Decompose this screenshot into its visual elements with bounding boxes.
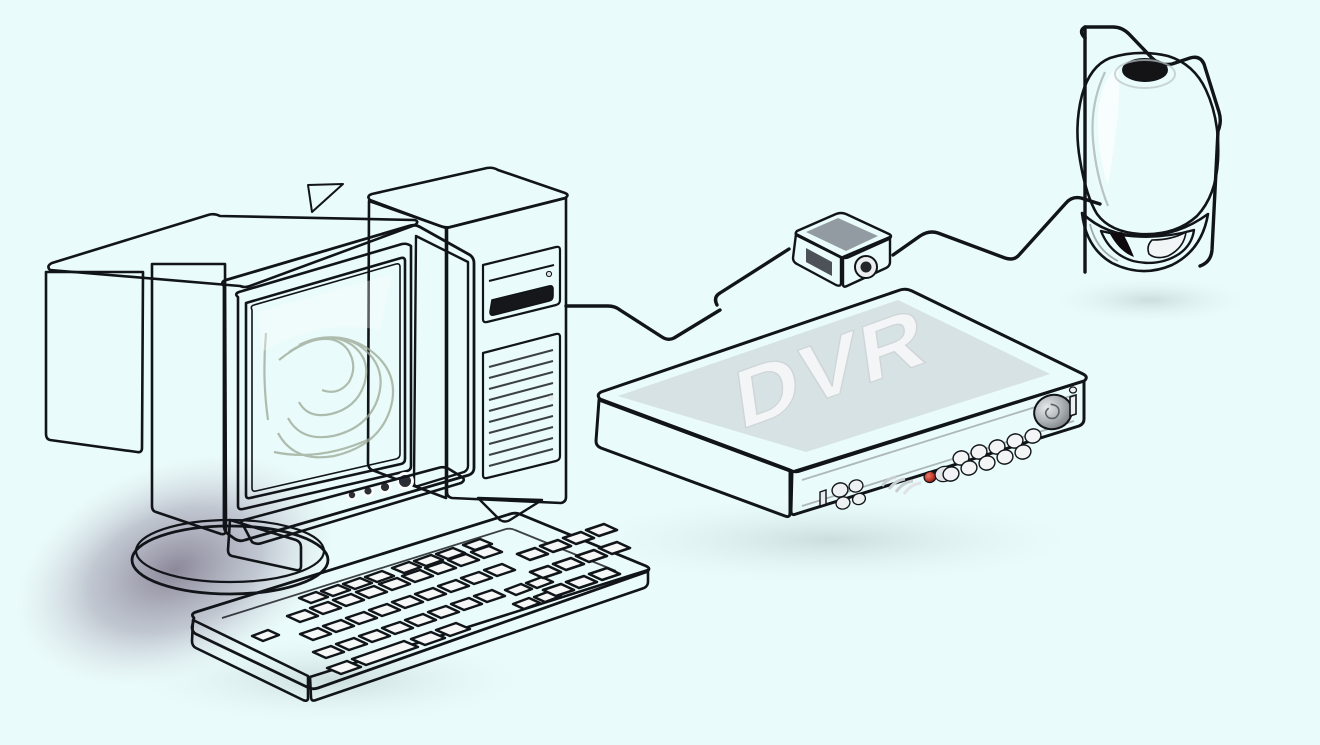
keyboard-row-4 — [311, 588, 507, 660]
dvr-button-a4[interactable] — [851, 492, 867, 506]
dvr-shadow — [590, 498, 1070, 582]
ptz-dome-camera[interactable] — [1076, 51, 1220, 273]
monitor-screen-glow — [258, 274, 392, 352]
camera-lens-wedge — [1110, 232, 1134, 257]
keyboard-row-2 — [285, 544, 504, 624]
video-balun-adapter[interactable] — [791, 211, 893, 288]
tower-front-face — [445, 196, 568, 505]
tower-drive-eject-button[interactable] — [545, 270, 553, 278]
tower-drive-tray-line — [488, 264, 555, 282]
camera-top-port-rim — [1114, 59, 1176, 89]
dvr-left-face — [594, 398, 792, 519]
dvr-power-icon[interactable] — [819, 489, 827, 507]
adapter-top-sheen — [806, 218, 878, 251]
monitor-screen-rim — [244, 256, 407, 500]
dvr-button-r2c1[interactable] — [941, 465, 960, 483]
dvr-status-dot — [1068, 386, 1078, 394]
monitor-shadow — [17, 454, 333, 686]
keyboard-deck-inset — [221, 527, 617, 619]
monitor-base — [130, 524, 330, 596]
monitor-screen — [250, 263, 401, 492]
dvr-front-controls[interactable] — [819, 386, 1078, 511]
adapter-front-face — [791, 232, 843, 287]
camera-collar-rim — [1089, 223, 1119, 262]
dvr-button-r2c4[interactable] — [995, 448, 1014, 466]
keyboard-escape-key — [250, 628, 281, 643]
monitor-bezel-right — [412, 234, 470, 488]
adapter-front-slot — [806, 248, 832, 276]
tower-optical-drive[interactable] — [481, 245, 562, 324]
monitor-rear-panel-left — [44, 270, 145, 454]
tower-drive-slot[interactable] — [489, 285, 554, 316]
camera-body-crease — [1091, 71, 1110, 207]
camera-lens-window — [1099, 228, 1196, 265]
dvr-jog-dial-spiral — [1044, 403, 1060, 420]
tower-vent-frame — [481, 332, 562, 480]
crt-monitor[interactable] — [44, 183, 476, 596]
dvr-button-r2c5[interactable] — [1013, 443, 1032, 461]
dvr-button-r2c3[interactable] — [977, 454, 996, 472]
keyboard-front-edge — [190, 618, 310, 702]
dvr-button-a3[interactable] — [835, 495, 852, 511]
keyboard-numpad[interactable] — [515, 522, 632, 598]
adapter-port — [860, 261, 872, 273]
monitor-hood-accent — [307, 183, 344, 213]
computer-tower[interactable] — [366, 166, 569, 523]
monitor-base-top — [134, 518, 326, 584]
monitor-screen-recess — [234, 242, 413, 511]
adapter-right-face — [841, 235, 892, 288]
dvr-button-r2c2[interactable] — [959, 459, 978, 477]
camera-body-highlight — [1097, 66, 1119, 186]
tower-power-led — [548, 395, 554, 401]
dvr-button-r1c5[interactable] — [1023, 427, 1042, 445]
dvr-status-strip — [1069, 393, 1077, 418]
monitor-neck — [226, 518, 303, 572]
camera-shadow — [1055, 278, 1245, 322]
keyboard-row-3 — [298, 562, 517, 642]
dvr-unit[interactable]: DVR — [594, 287, 1088, 519]
monitor-screen-reflections — [263, 332, 395, 459]
tower-to-dvr-cable — [564, 304, 722, 341]
computer-keyboard[interactable] — [190, 511, 651, 702]
adapter-to-camera-cable — [891, 195, 1102, 261]
keyboard-keys[interactable] — [250, 537, 517, 676]
dvr-button-a2[interactable] — [848, 478, 865, 494]
keyboard-row-5 — [325, 621, 472, 676]
dvr-to-adapter-cable — [713, 247, 791, 307]
monitor-hood-top — [47, 212, 419, 289]
tower-vent-grille — [481, 332, 562, 480]
tower-drive-bezel — [481, 245, 562, 324]
dvr-top-sheen — [618, 300, 1050, 452]
keyboard-right-edge — [308, 568, 650, 702]
keyboard-shadow — [140, 638, 520, 722]
dvr-shuttle-strip[interactable] — [880, 475, 922, 495]
camera-body — [1076, 51, 1220, 236]
keyboard-row-1 — [297, 537, 494, 605]
dvr-front-panel — [789, 379, 1086, 517]
tower-foot — [476, 496, 544, 523]
camera-lens-highlight — [1147, 230, 1187, 259]
